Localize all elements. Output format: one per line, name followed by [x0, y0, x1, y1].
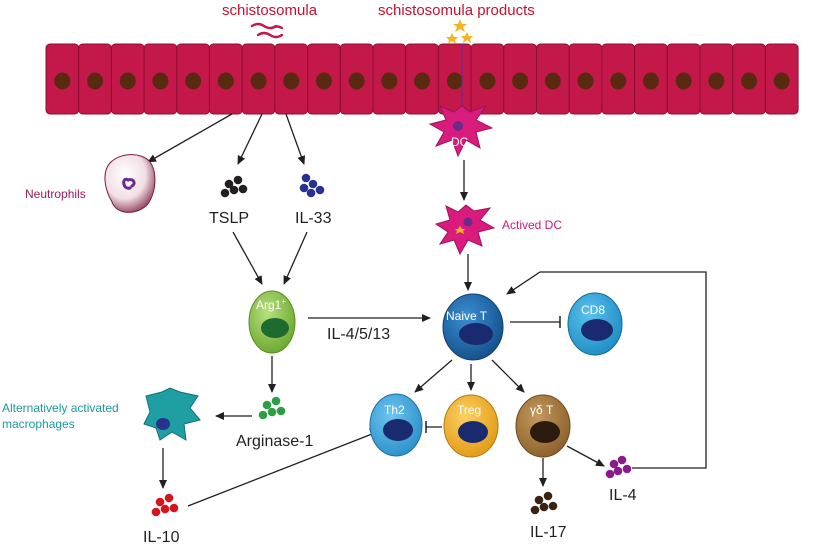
arrow-to-neutrophils — [147, 113, 233, 163]
arginase-enzyme-icon — [258, 396, 286, 420]
epithelial-nucleus — [708, 72, 725, 90]
gamma-delta-t-cell — [515, 394, 571, 458]
th2-label: Th2 — [384, 403, 405, 417]
il17-label: IL-17 — [530, 524, 567, 541]
epithelial-nucleus — [283, 72, 300, 90]
epithelial-nucleus — [773, 72, 790, 90]
epithelial-nucleus — [446, 72, 463, 90]
epithelial-nucleus — [642, 72, 659, 90]
arg1-positive-cell — [248, 290, 296, 354]
epithelial-nucleus — [610, 72, 627, 90]
arrow-il33-to-arg1 — [283, 231, 308, 285]
il33-label: IL-33 — [295, 210, 332, 227]
il4513-label: IL-4/5/13 — [327, 326, 390, 343]
epithelial-nucleus — [381, 72, 398, 90]
epithelial-nucleus — [87, 72, 104, 90]
epithelial-nucleus — [250, 72, 267, 90]
epithelial-nucleus — [512, 72, 529, 90]
schistosomula-label: schistosomula — [222, 2, 318, 19]
macrophages-label-line1: Alternatively activated — [2, 401, 119, 415]
schistosomula-products-icon — [446, 19, 473, 44]
arginase-label: Arginase-1 — [236, 433, 313, 450]
epithelial-nucleus — [414, 72, 431, 90]
dc-label: DC — [451, 135, 469, 149]
epithelial-nucleus — [152, 72, 169, 90]
epithelial-nucleus — [315, 72, 332, 90]
macrophages-label-line2: macrophages — [2, 417, 75, 431]
treg-cell — [443, 394, 499, 458]
arrow-tslp-to-arg1 — [232, 231, 263, 285]
arg1-label: Arg1+ — [256, 297, 286, 312]
il4-cytokine-icon — [605, 455, 632, 479]
il33-cytokine-icon — [299, 173, 325, 198]
gd-t-label: γδ T — [530, 403, 554, 417]
activated-dendritic-cell — [434, 204, 496, 256]
neutrophils-label: Neutrophils — [25, 187, 86, 201]
epithelial-nucleus — [217, 72, 234, 90]
epithelial-nucleus — [741, 72, 758, 90]
neutrophil-cell — [104, 154, 156, 213]
alternatively-activated-macrophage — [143, 387, 201, 441]
epithelial-nucleus — [185, 72, 202, 90]
cd8-label: CD8 — [581, 303, 605, 317]
schistosomula-products-label: schistosomula products — [378, 2, 535, 19]
il10-cytokine-icon — [151, 493, 179, 517]
dendritic-cell — [428, 104, 494, 158]
arrow-to-il33 — [285, 113, 306, 165]
treg-label: Treg — [457, 403, 481, 417]
schistosomula-worm-icon — [250, 22, 284, 39]
epithelial-nucleus — [348, 72, 365, 90]
epithelial-nucleus — [577, 72, 594, 90]
actived-dc-label: Actived DC — [502, 218, 562, 232]
naive-t-cell — [442, 293, 504, 361]
il4-label: IL-4 — [609, 487, 637, 504]
arrow-gd-t-to-il4 — [566, 445, 605, 467]
arrow-naive-t-to-th2 — [414, 359, 453, 393]
tslp-label: TSLP — [209, 210, 249, 227]
arrow-naive-t-to-gd-t — [491, 359, 525, 393]
il10-label: IL-10 — [143, 529, 180, 546]
epithelial-nucleus — [675, 72, 692, 90]
inhibit-il10-to-th2 — [187, 428, 375, 507]
epithelial-nucleus — [54, 72, 71, 90]
cd8-t-cell — [567, 292, 623, 356]
epithelial-nucleus — [479, 72, 496, 90]
epithelial-nucleus — [119, 72, 136, 90]
arrow-to-tslp — [237, 113, 263, 165]
epithelial-nucleus — [544, 72, 561, 90]
il17-cytokine-icon — [530, 491, 558, 515]
th2-cell — [369, 393, 423, 457]
tslp-cytokine-icon — [220, 175, 248, 198]
epithelium-layer — [45, 43, 799, 115]
naive-t-label: Naive T — [446, 309, 488, 323]
arrow-il4-feedback-to-naive-t — [506, 271, 707, 469]
